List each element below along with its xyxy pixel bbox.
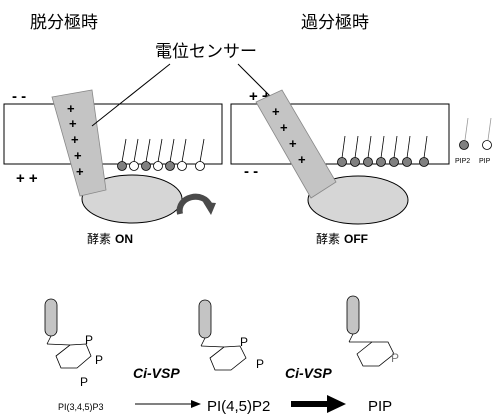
lipid-tail bbox=[346, 295, 360, 335]
left-lipid-pip2 bbox=[141, 161, 151, 171]
inositol-ring bbox=[209, 345, 247, 371]
phosphate-label: P bbox=[80, 375, 88, 389]
left-sensor-plus: + bbox=[69, 116, 77, 131]
right-lipid-pip2 bbox=[376, 157, 386, 167]
reactant-pip3-label: PI(3,4,5)P3 bbox=[58, 402, 104, 412]
left-sensor-plus: + bbox=[71, 132, 79, 147]
phosphate-label: P bbox=[240, 335, 248, 349]
legend-pip-label: PIP bbox=[479, 158, 491, 165]
right-inner-charge: - - bbox=[244, 163, 258, 180]
phosphate-label: P bbox=[256, 357, 264, 371]
lipid-tail bbox=[44, 298, 58, 337]
left-inner-charge: + + bbox=[16, 170, 38, 187]
left-lipid-pip bbox=[129, 161, 139, 171]
left-lipid-pip2 bbox=[165, 161, 175, 171]
right-sensor-plus: + bbox=[272, 104, 280, 119]
voltage-sensor-label: 電位センサー bbox=[155, 42, 257, 62]
left-lipid-pip2 bbox=[117, 161, 127, 171]
enzyme-ci-vsp-label: Ci-VSP bbox=[285, 365, 332, 381]
left-sensor-plus: + bbox=[67, 101, 75, 116]
molecule-pip3: P P P bbox=[44, 298, 103, 389]
left-sensor-charges: + + + + + bbox=[67, 101, 84, 179]
product-pip2-label: PI(4,5)P2 bbox=[207, 398, 270, 415]
activity-arrow-icon bbox=[176, 193, 216, 215]
inositol-ring bbox=[55, 343, 92, 369]
right-panel-title: 過分極時 bbox=[301, 13, 369, 33]
left-panel-title: 脱分極時 bbox=[30, 13, 98, 33]
left-sensor-plus: + bbox=[76, 164, 84, 179]
left-membrane bbox=[3, 103, 223, 165]
product-pip-label: PIP bbox=[368, 398, 392, 415]
legend-pip2-swatch bbox=[459, 140, 469, 150]
molecule-pip2: P P bbox=[198, 299, 264, 371]
reaction-arrow-thick bbox=[291, 395, 346, 413]
right-lipid-pip2 bbox=[419, 157, 429, 167]
left-voltage-sensor bbox=[51, 89, 107, 197]
right-voltage-sensor bbox=[255, 89, 337, 199]
left-sensor-plus: + bbox=[74, 148, 82, 163]
right-lipid-pip2 bbox=[363, 157, 373, 167]
right-lipid-pip2 bbox=[350, 157, 360, 167]
right-lipid-pip2 bbox=[337, 157, 347, 167]
molecule-pip: P bbox=[346, 295, 399, 367]
right-lipid-pip2 bbox=[402, 157, 412, 167]
left-lipid-pip bbox=[153, 161, 163, 171]
left-lipid-pip bbox=[177, 161, 187, 171]
left-lipid-pip bbox=[195, 161, 205, 171]
left-lipids bbox=[117, 138, 205, 171]
right-lipid-pip2 bbox=[389, 157, 399, 167]
legend-pip-swatch bbox=[482, 140, 492, 150]
right-sensor-charges: + + + + bbox=[272, 104, 306, 167]
right-sensor-plus: + bbox=[298, 152, 306, 167]
legend-pip2-label: PIP2 bbox=[455, 158, 470, 165]
left-outer-charge: - - bbox=[12, 88, 26, 105]
inositol-ring bbox=[356, 341, 395, 367]
right-enzyme-body bbox=[307, 175, 409, 225]
right-sensor-plus: + bbox=[289, 136, 297, 151]
phosphate-label: P bbox=[95, 353, 103, 367]
right-sensor-plus: + bbox=[280, 120, 288, 135]
right-lipids bbox=[337, 135, 429, 167]
enzyme-ci-vsp-label: Ci-VSP bbox=[133, 365, 180, 381]
sensor-callout-line-left bbox=[91, 63, 171, 127]
phosphate-label: P bbox=[85, 333, 93, 347]
lipid-tail bbox=[198, 299, 212, 339]
phosphate-label: P bbox=[391, 351, 399, 365]
lipid-legend: PIP2 PIP bbox=[455, 117, 492, 165]
